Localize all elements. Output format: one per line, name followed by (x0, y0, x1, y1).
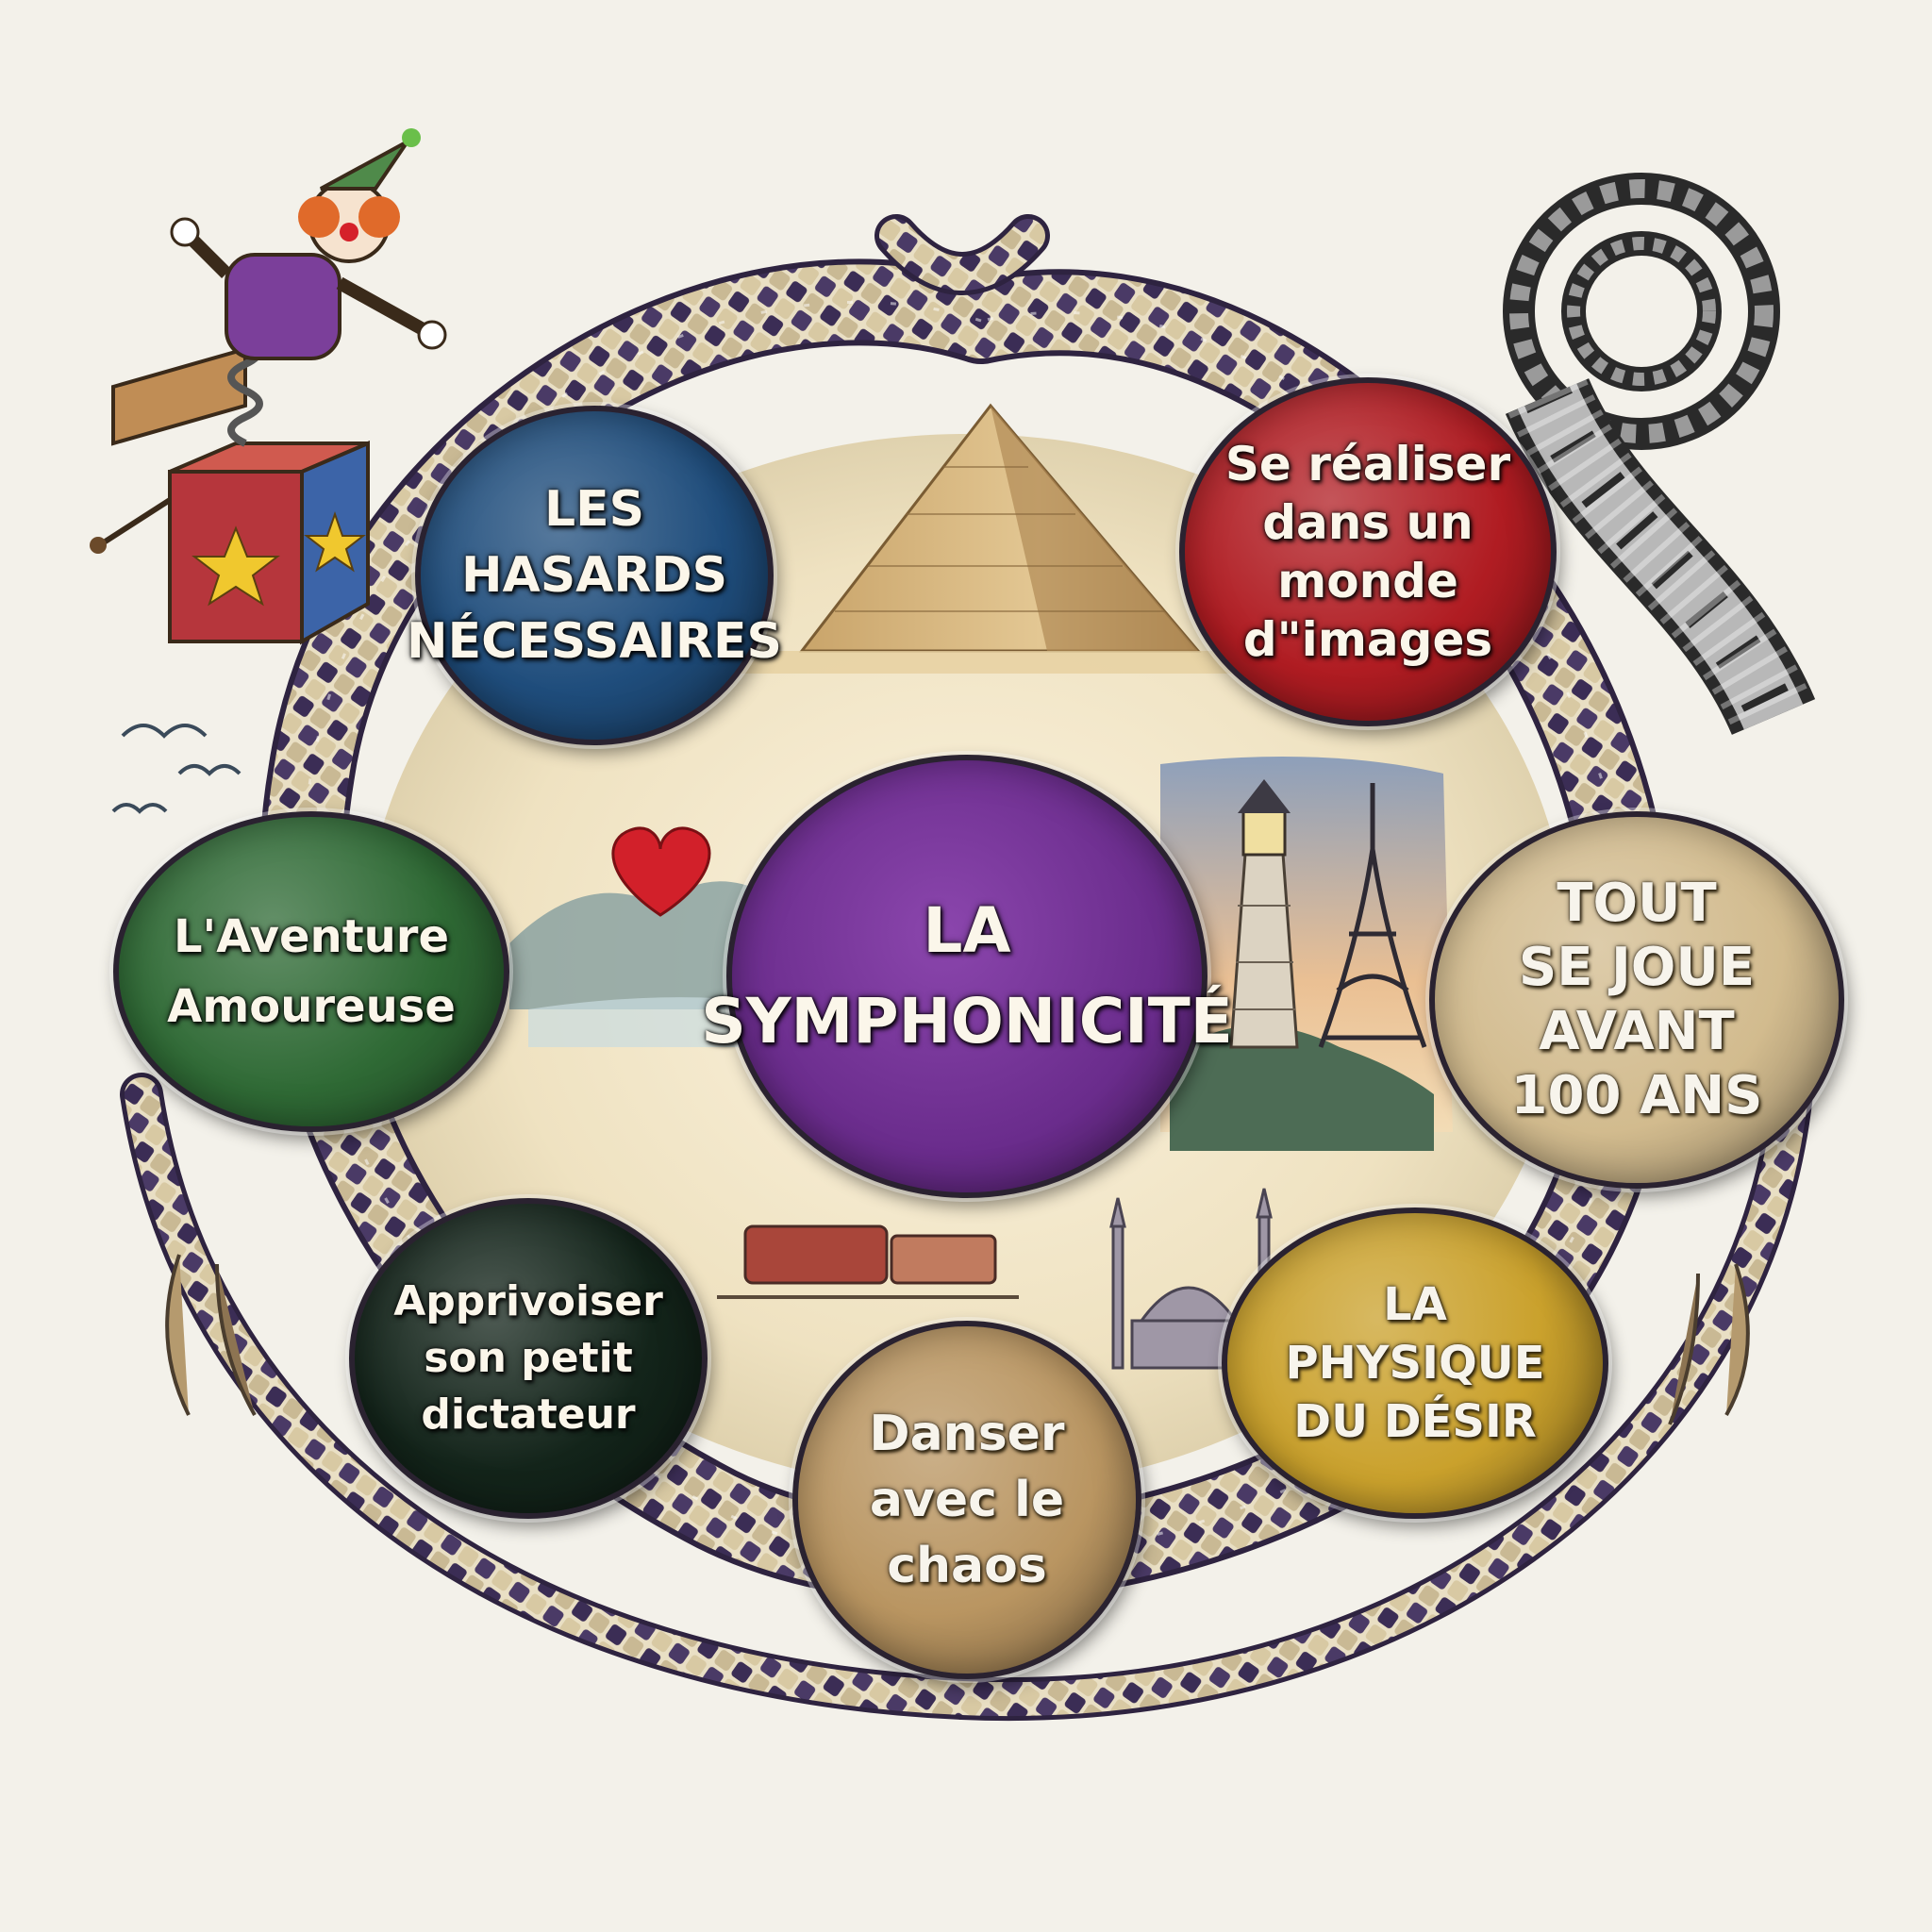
node-label-line: TOUT (1557, 872, 1716, 936)
node-label-line: chaos (887, 1533, 1047, 1599)
node-label-line: AVANT (1539, 1000, 1734, 1064)
node-label-line: PHYSIQUE (1285, 1334, 1544, 1392)
node-label-line: NÉCESSAIRES (407, 608, 782, 675)
node-label-line: Danser (869, 1401, 1064, 1467)
node-label-line: dictateur (421, 1387, 635, 1443)
node-label-line: Se réaliser (1225, 435, 1510, 493)
node-label-line: LA (1383, 1275, 1447, 1334)
node-label-line: son petit (424, 1330, 633, 1387)
node-label-line: Apprivoiser (393, 1274, 663, 1330)
node-label-line: SYMPHONICITÉ (701, 976, 1233, 1067)
node-label-line: LA (923, 886, 1010, 976)
node-label-line: Amoureuse (167, 972, 456, 1041)
node-label-line: SE JOUE (1519, 936, 1755, 1000)
node-label-line: d"images (1243, 610, 1492, 669)
node-label-line: monde (1277, 552, 1458, 610)
node-label-line: HASARDS (461, 542, 727, 608)
node-label-line: DU DÉSIR (1293, 1392, 1537, 1451)
node-label-line: L'Aventure (174, 902, 449, 972)
node-label-line: 100 ANS (1511, 1064, 1763, 1128)
node-label-line: avec le (870, 1467, 1064, 1533)
node-label-line: LES (544, 476, 644, 542)
bird-icon (113, 725, 240, 811)
node-label-line: dans un (1262, 493, 1474, 552)
